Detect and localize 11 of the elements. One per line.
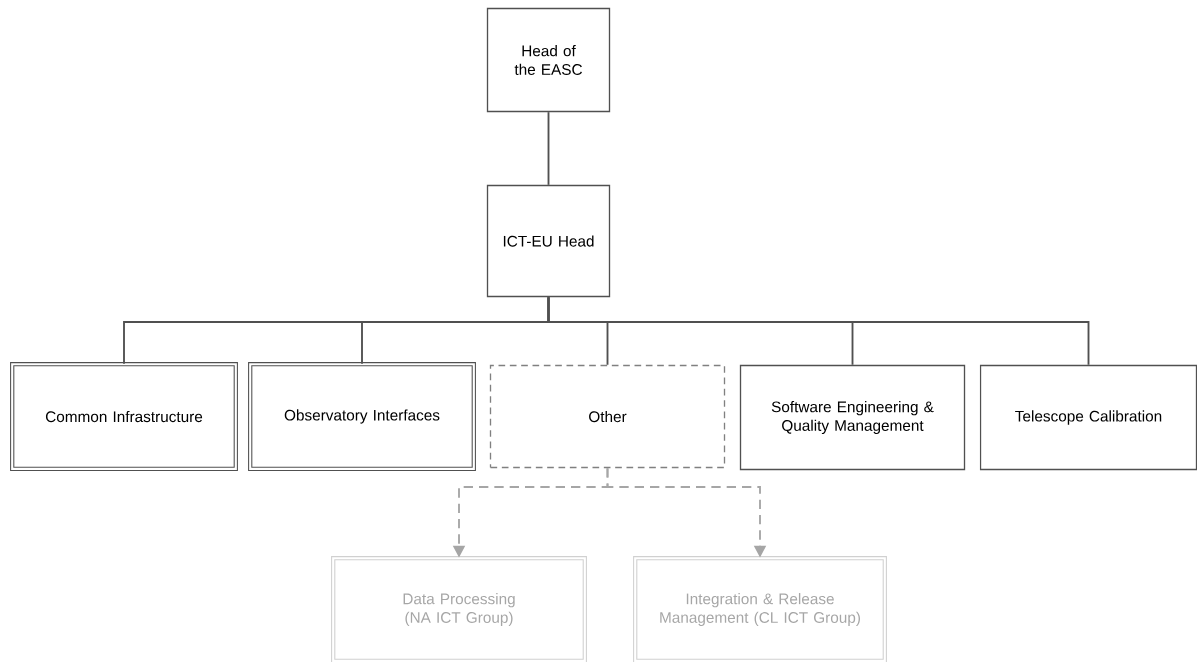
connector-line: [547, 111, 550, 186]
org-box: Telescope Calibration: [979, 364, 1197, 471]
org-box: Head of the EASC: [486, 7, 611, 113]
org-box: Software Engineering & Quality Management: [739, 364, 966, 471]
org-box: Integration & Release Management (CL ICT Group): [633, 556, 887, 662]
org-box: Data Processing (NA ICT Group): [331, 556, 587, 662]
org-box: ICT-EU Head: [486, 184, 611, 298]
org-box: Common Infrastructure: [10, 362, 238, 471]
org-box: Other: [489, 364, 726, 469]
connector-line: [547, 296, 1090, 366]
org-box: Observatory Interfaces: [248, 362, 476, 471]
